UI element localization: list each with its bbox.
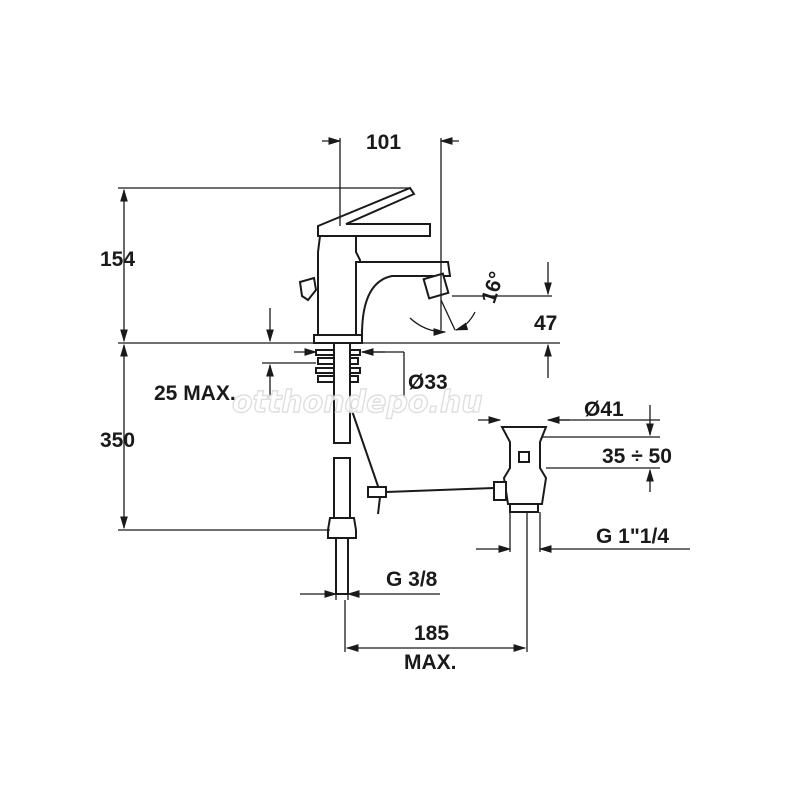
label-350: 350: [100, 429, 135, 452]
label-g114: G 1"1/4: [596, 525, 669, 548]
dim-d41: [478, 416, 660, 438]
label-35-50: 35 ÷ 50: [602, 445, 672, 468]
faucet-body: [298, 186, 452, 344]
shank: [333, 342, 351, 444]
label-185: 185: [414, 622, 449, 645]
popup-rod: [349, 404, 381, 493]
label-25max: 25 MAX.: [154, 382, 236, 405]
dim-d33: [294, 348, 405, 398]
below-deck-fittings: [315, 342, 548, 595]
dim-101: [322, 137, 459, 330]
dim-angle: [409, 299, 476, 336]
dim-47: [452, 262, 552, 378]
dim-350: [118, 343, 330, 531]
popup-knob: [298, 276, 318, 302]
label-185-max: MAX.: [404, 651, 457, 674]
dim-185: [344, 512, 528, 652]
watermark: otthondepo.hu: [232, 385, 483, 420]
label-154: 154: [100, 248, 135, 271]
dim-g114: [476, 512, 690, 553]
label-d41: Ø41: [584, 398, 624, 421]
faucet-spout: [355, 261, 452, 336]
aerator: [422, 272, 450, 300]
dim-35-50: [546, 405, 660, 492]
dim-25max: [262, 308, 316, 398]
dim-g38: [300, 590, 440, 600]
flex-hose: [333, 457, 351, 519]
label-g38: G 3/8: [386, 568, 438, 591]
label-16deg: 16°: [477, 269, 509, 306]
dim-154: [118, 187, 410, 343]
label-101: 101: [366, 131, 401, 154]
label-47: 47: [534, 312, 557, 335]
faucet-base: [313, 334, 363, 344]
connector-nut: [327, 517, 357, 539]
lever-handle: [317, 186, 431, 237]
faucet-column: [317, 235, 361, 336]
linkage-rod: [385, 487, 495, 493]
label-d33: Ø33: [408, 371, 448, 394]
waste-fitting: [500, 426, 548, 505]
